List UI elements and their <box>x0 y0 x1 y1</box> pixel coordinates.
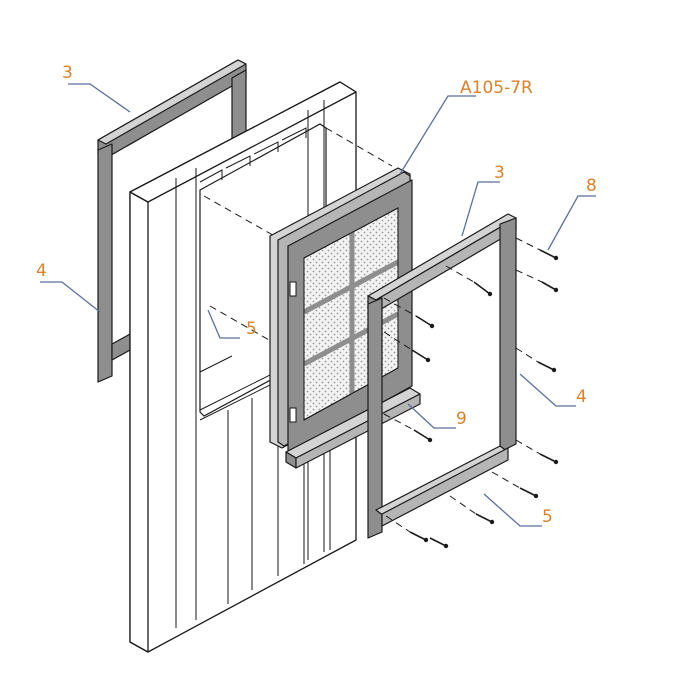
side-trim-left-part-4 <box>97 143 113 383</box>
hinge-bottom <box>289 407 297 423</box>
screw-9 <box>519 487 539 499</box>
screw-12 <box>429 537 449 549</box>
right-trim-frame <box>367 213 517 539</box>
screw-2 <box>473 281 493 297</box>
bottom-trim-right-part-5 <box>375 445 509 517</box>
callout-a105-7r: A105-7R <box>460 78 533 98</box>
callout-5-middle: 5 <box>246 319 257 339</box>
screw-3 <box>541 281 559 293</box>
screw-dashes <box>383 237 543 533</box>
hinge-top <box>289 281 297 297</box>
callout-5-right: 5 <box>542 507 553 527</box>
callout-3-left: 3 <box>62 63 73 83</box>
screw-4 <box>415 315 435 329</box>
callout-3-right: 3 <box>494 163 505 183</box>
screw-6 <box>537 361 557 373</box>
opening-notches <box>199 127 307 183</box>
callout-8: 8 <box>586 176 597 196</box>
muntin-h1 <box>302 259 400 315</box>
wall-top-edge <box>129 81 357 203</box>
screw-7 <box>413 429 433 443</box>
leader-lines <box>40 83 596 527</box>
screw-8 <box>539 453 559 465</box>
top-trim-left-top-face <box>97 59 247 145</box>
side-trim-right-part-4 <box>499 217 517 453</box>
screw-11 <box>409 531 429 543</box>
screw-1 <box>539 249 559 261</box>
screw-10 <box>475 513 495 525</box>
callout-9: 9 <box>456 409 467 429</box>
callout-4-right: 4 <box>576 387 587 407</box>
wall-edge <box>129 191 149 653</box>
side-trim-right-left-leg <box>367 297 383 539</box>
callouts: 3 4 A105-7R 3 8 5 9 4 5 <box>36 63 597 527</box>
callout-4-left: 4 <box>36 261 47 281</box>
screws <box>409 249 559 549</box>
screw-5 <box>411 349 431 363</box>
